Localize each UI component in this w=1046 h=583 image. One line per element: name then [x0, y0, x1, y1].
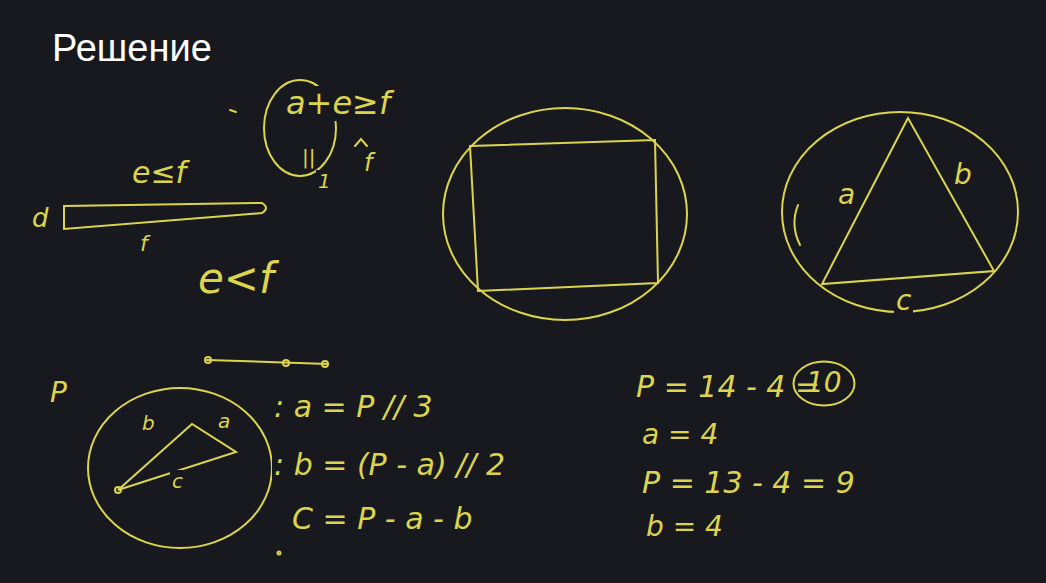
letter-text: f — [362, 150, 374, 176]
circle-sketch — [443, 108, 687, 320]
point-dot — [283, 360, 289, 366]
letter-text: d — [30, 204, 51, 233]
letter-text: a — [216, 410, 232, 432]
triangle-sketch — [822, 118, 994, 284]
mark-text: || — [300, 146, 317, 168]
formula-text: : b = (P - a) // 2 — [272, 448, 507, 481]
letter-text: P — [48, 378, 69, 409]
slide-title: Решение — [52, 28, 212, 70]
rectangle-sketch — [470, 140, 658, 291]
formula-text: : a = P // 3 — [272, 390, 435, 423]
letter-text: c — [170, 470, 185, 492]
circled-answer: 10 — [792, 360, 856, 407]
letter-text: f — [138, 232, 150, 256]
arc-mark — [794, 205, 800, 245]
caret-mark — [355, 139, 367, 146]
formula-text: a = 4 — [640, 420, 720, 451]
mark-text: 1 — [316, 170, 333, 192]
formula-text: a+e≥f — [284, 86, 392, 121]
dot-mark — [278, 552, 281, 555]
point-dot — [205, 357, 211, 363]
circle-sketch — [88, 388, 272, 548]
formula-text: C = P - a - b — [290, 502, 474, 535]
point-dot — [115, 487, 121, 493]
letter-text: c — [894, 286, 913, 317]
letter-text: b — [140, 412, 157, 434]
letter-text: b — [952, 160, 974, 191]
segment-sketch — [207, 360, 328, 364]
stick-sketch — [64, 203, 266, 229]
letter-text: a — [836, 180, 857, 211]
tick-mark — [230, 110, 236, 112]
point-dot — [322, 361, 328, 367]
circle-sketch — [782, 112, 1018, 312]
formula-text: P = 13 - 4 = 9 — [640, 466, 857, 499]
formula-text: e<f — [196, 256, 276, 302]
formula-text: e≤f — [130, 156, 188, 189]
formula-text: b = 4 — [644, 512, 725, 543]
answer-number: 10 — [792, 360, 856, 399]
